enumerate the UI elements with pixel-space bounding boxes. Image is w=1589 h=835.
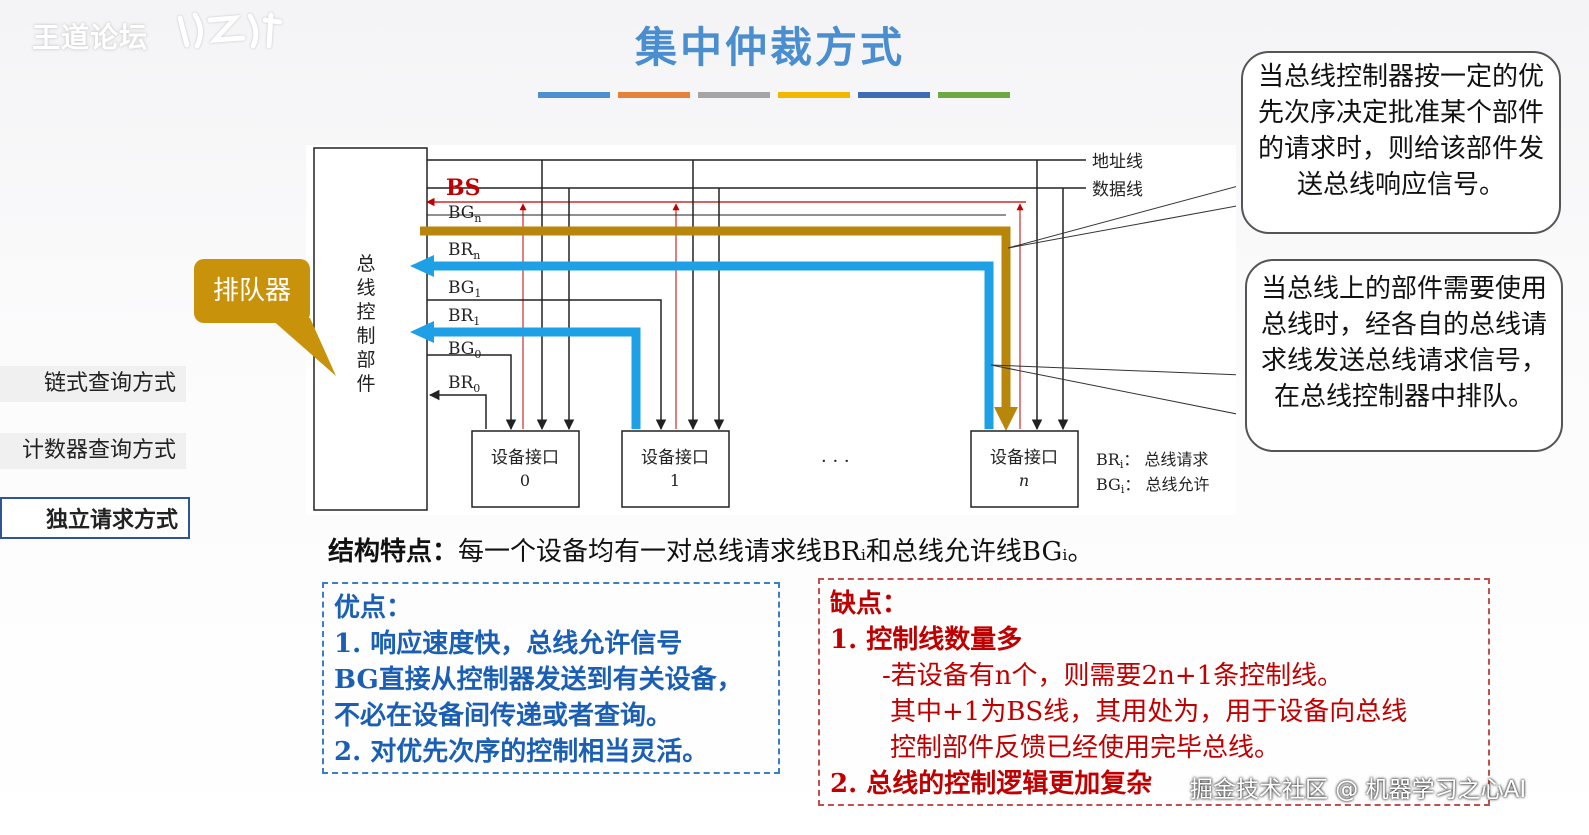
- request-arrow-1: [428, 327, 641, 429]
- signal-label-bg1: BG1: [448, 278, 481, 300]
- color-bar-segment: [778, 92, 850, 98]
- device-interface-number: 0: [520, 471, 530, 490]
- signal-label-br0: BR0: [448, 373, 480, 395]
- address-line-label: 地址线: [1092, 152, 1143, 172]
- grant-explanation-bubble: 当总线控制器按一定的优先次序决定批准某个部件的请求时，则给该部件发送总线响应信号…: [1241, 51, 1561, 234]
- feature-label: 结构特点：: [328, 537, 459, 567]
- structure-feature: 结构特点：每一个设备均有一对总线请求线BRᵢ和总线允许线BGᵢ。: [328, 531, 1094, 568]
- color-bar-segment: [698, 92, 770, 98]
- cons-item-1-detail: 控制部件反馈已经使用完毕总线。: [890, 733, 1281, 763]
- color-bar-segment: [618, 92, 690, 98]
- color-bar-segment: [938, 92, 1010, 98]
- device-interface-number: n: [1019, 471, 1029, 490]
- cons-box: 缺点： 1. 控制线数量多 -若设备有n个，则需要2n+1条控制线。 其中+1为…: [818, 578, 1490, 806]
- signal-label-brn: BRn: [448, 240, 480, 262]
- cons-item-1-detail: -若设备有n个，则需要2n+1条控制线。: [882, 661, 1344, 691]
- bs-label: BS: [446, 175, 480, 201]
- controller-label-char: 件: [356, 373, 375, 395]
- nav-item-counter-query[interactable]: 计数器查询方式: [0, 433, 186, 469]
- pros-line: 不必在设备间传递或者查询。: [334, 701, 673, 731]
- controller-label-char: 总: [356, 253, 375, 275]
- controller-label-char: 部: [356, 349, 375, 371]
- device-interface-n: 设备接口 n: [970, 430, 1079, 508]
- nav-item-independent-request[interactable]: 独立请求方式: [0, 497, 190, 539]
- logo: 王道论坛: [32, 21, 149, 54]
- device-interface-label: 设备接口: [491, 448, 559, 468]
- watermark: 掘金技术社区 @ 机器学习之心AI: [1190, 777, 1527, 803]
- color-bar-segment: [538, 92, 610, 98]
- grant-arrow: [420, 226, 1011, 415]
- page-title: 集中仲裁方式: [634, 23, 905, 72]
- cons-item-2: 2. 总线的控制逻辑更加复杂: [830, 769, 1153, 799]
- controller-label-char: 线: [356, 277, 375, 299]
- queue-callout-tail: [270, 318, 336, 376]
- cons-item-1-detail: 其中+1为BS线，其用处为，用于设备向总线: [890, 697, 1408, 727]
- pros-title: 优点：: [334, 593, 413, 623]
- legend-entry: BGi： 总线允许: [1096, 475, 1209, 496]
- request-arrow-n: [428, 261, 994, 429]
- grant-arrow-head: [994, 407, 1018, 431]
- device-interface-label: 设备接口: [641, 448, 709, 468]
- device-interface-0: 设备接口 0: [471, 430, 580, 508]
- logo-calligraphy: [177, 12, 283, 49]
- bus-controller-box: [313, 147, 428, 511]
- controller-label-char: 制: [356, 325, 375, 347]
- data-line-label: 数据线: [1092, 180, 1143, 200]
- cons-title: 缺点：: [830, 589, 909, 619]
- device-interface-number: 1: [670, 471, 680, 490]
- device-interface-label: 设备接口: [990, 448, 1058, 468]
- color-bar-segment: [858, 92, 930, 98]
- pros-line: BG直接从控制器发送到有关设备，: [334, 665, 743, 695]
- title-color-bar: [538, 92, 1010, 98]
- feature-text: 每一个设备均有一对总线请求线BRᵢ和总线允许线BGᵢ。: [458, 537, 1094, 567]
- pros-line: 2. 对优先次序的控制相当灵活。: [334, 737, 709, 767]
- queue-callout: 排队器: [194, 259, 310, 323]
- signal-label-bgn: BGn: [448, 203, 481, 225]
- legend-entry: BRi： 总线请求: [1096, 450, 1208, 471]
- ellipsis: · · ·: [821, 451, 850, 472]
- pros-box: 优点： 1. 响应速度快，总线允许信号 BG直接从控制器发送到有关设备， 不必在…: [322, 582, 780, 774]
- controller-label-char: 控: [356, 301, 375, 323]
- cons-item-1: 1. 控制线数量多: [830, 625, 1023, 655]
- nav-item-chain-query[interactable]: 链式查询方式: [0, 366, 186, 402]
- signal-label-br1: BR1: [448, 306, 480, 328]
- signal-legend: BRi： 总线请求 BGi： 总线允许: [1096, 450, 1209, 496]
- pros-line: 1. 响应速度快，总线允许信号: [334, 629, 683, 659]
- request-explanation-bubble: 当总线上的部件需要使用总线时，经各自的总线请求线发送总线请求信号，在总线控制器中…: [1245, 259, 1563, 452]
- device-interface-1: 设备接口 1: [621, 430, 730, 508]
